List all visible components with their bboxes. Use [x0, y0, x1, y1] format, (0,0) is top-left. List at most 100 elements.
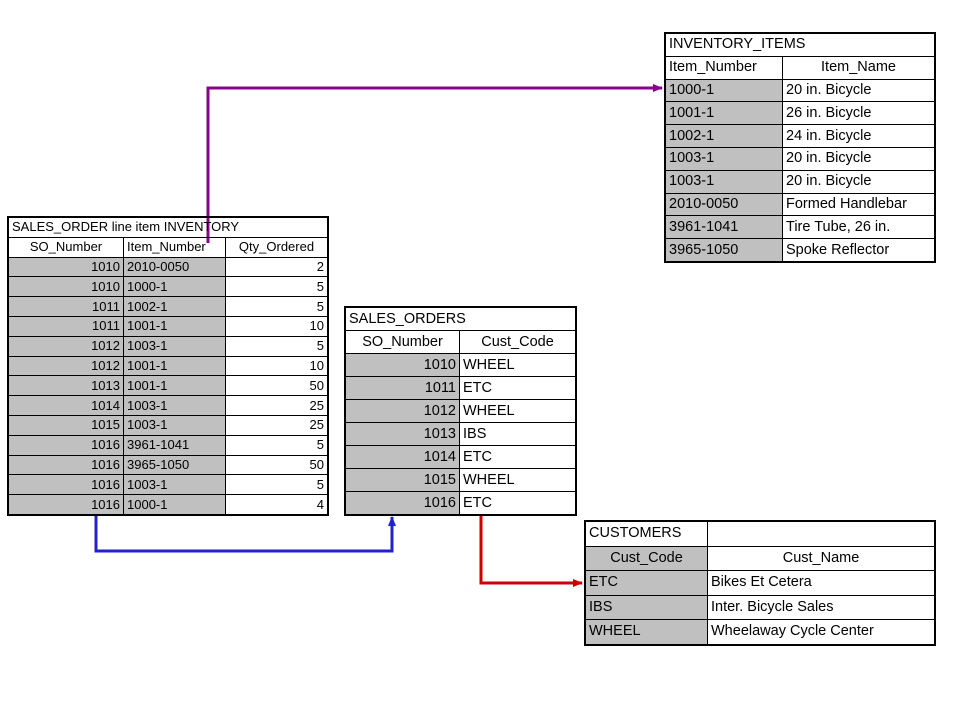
- item-name-cell: Spoke Reflector: [782, 238, 935, 262]
- qty-ordered-cell: 25: [225, 395, 328, 416]
- qty-ordered-cell: 25: [225, 414, 328, 436]
- item-number-cell: 1001-1: [123, 375, 226, 397]
- so-number-cell: 1012: [345, 399, 460, 423]
- item-number-cell: 3965-1050: [123, 454, 226, 476]
- column-header: SO_Number: [345, 330, 460, 354]
- so-number-cell: 1013: [345, 422, 460, 446]
- header-row: SO_Number Item_Number Qty_Ordered: [8, 236, 328, 258]
- cust-name-cell: Wheelaway Cycle Center: [707, 619, 935, 645]
- item-number-cell: 1003-1: [123, 414, 226, 436]
- qty-ordered-cell: 5: [225, 276, 328, 298]
- sales-order-line-items-table: SALES_ORDER line item INVENTORY SO_Numbe…: [7, 216, 329, 516]
- so-number-cell: 1016: [345, 491, 460, 515]
- item-number-cell: 2010-0050: [665, 192, 783, 217]
- item-number-cell: 1002-1: [123, 296, 226, 317]
- so-number-cell: 1014: [8, 395, 124, 416]
- item-name-cell: 24 in. Bicycle: [782, 124, 935, 148]
- so-number-cell: 1016: [8, 454, 124, 476]
- item-number-cell: 1001-1: [123, 315, 226, 337]
- column-header: Cust_Code: [459, 330, 576, 354]
- cust-code-cell: WHEEL: [459, 468, 576, 492]
- column-header: Item_Number: [665, 55, 783, 80]
- so-number-cell: 1015: [345, 468, 460, 492]
- so-number-cell: 1014: [345, 445, 460, 469]
- so-number-cell: 1011: [8, 296, 124, 317]
- item-number-cell: 3961-1041: [665, 215, 783, 240]
- item-number-cell: 2010-0050: [123, 256, 226, 278]
- cust-code-cell: WHEEL: [459, 399, 576, 423]
- arrow-line-items-to-sales-orders: [94, 515, 396, 553]
- cust-code-cell: ETC: [459, 376, 576, 400]
- column-header: Qty_Ordered: [225, 236, 328, 258]
- qty-ordered-cell: 2: [225, 256, 328, 278]
- title-blank-cell: [707, 521, 935, 547]
- table-title: SALES_ORDERS: [345, 307, 576, 331]
- qty-ordered-cell: 5: [225, 335, 328, 357]
- header-row: SO_Number Cust_Code: [345, 330, 576, 354]
- qty-ordered-cell: 4: [225, 494, 328, 515]
- cust-code-cell: ETC: [585, 570, 708, 596]
- item-number-cell: 1003-1: [123, 395, 226, 416]
- qty-ordered-cell: 5: [225, 434, 328, 456]
- item-number-cell: 1000-1: [123, 494, 226, 515]
- column-header: SO_Number: [8, 236, 124, 258]
- item-number-cell: 3961-1041: [123, 434, 226, 456]
- cust-name-cell: Inter. Bicycle Sales: [707, 594, 935, 620]
- cust-code-cell: WHEEL: [459, 353, 576, 377]
- item-number-cell: 1000-1: [665, 78, 783, 103]
- cust-code-cell: WHEEL: [585, 619, 708, 645]
- item-name-cell: 26 in. Bicycle: [782, 101, 935, 126]
- qty-ordered-cell: 50: [225, 454, 328, 476]
- column-header: Cust_Code: [585, 545, 708, 571]
- so-number-cell: 1010: [8, 276, 124, 298]
- column-header: Item_Name: [782, 55, 935, 80]
- qty-ordered-cell: 5: [225, 474, 328, 496]
- item-name-cell: Tire Tube, 26 in.: [782, 215, 935, 240]
- item-name-cell: 20 in. Bicycle: [782, 146, 935, 171]
- item-number-cell: 1003-1: [123, 335, 226, 357]
- item-name-cell: 20 in. Bicycle: [782, 169, 935, 194]
- qty-ordered-cell: 50: [225, 375, 328, 397]
- so-number-cell: 1012: [8, 355, 124, 377]
- cust-code-cell: ETC: [459, 491, 576, 515]
- qty-ordered-cell: 5: [225, 296, 328, 317]
- so-number-cell: 1011: [8, 315, 124, 337]
- so-number-cell: 1015: [8, 414, 124, 436]
- item-name-cell: 20 in. Bicycle: [782, 78, 935, 103]
- so-number-cell: 1010: [8, 256, 124, 278]
- item-number-cell: 1001-1: [665, 101, 783, 126]
- cust-name-cell: Bikes Et Cetera: [707, 570, 935, 596]
- qty-ordered-cell: 10: [225, 315, 328, 337]
- inventory-items-table: INVENTORY_ITEMS Item_Number Item_Name 10…: [664, 32, 936, 263]
- item-number-cell: 1002-1: [665, 124, 783, 148]
- cust-code-cell: ETC: [459, 445, 576, 469]
- so-number-cell: 1016: [8, 494, 124, 515]
